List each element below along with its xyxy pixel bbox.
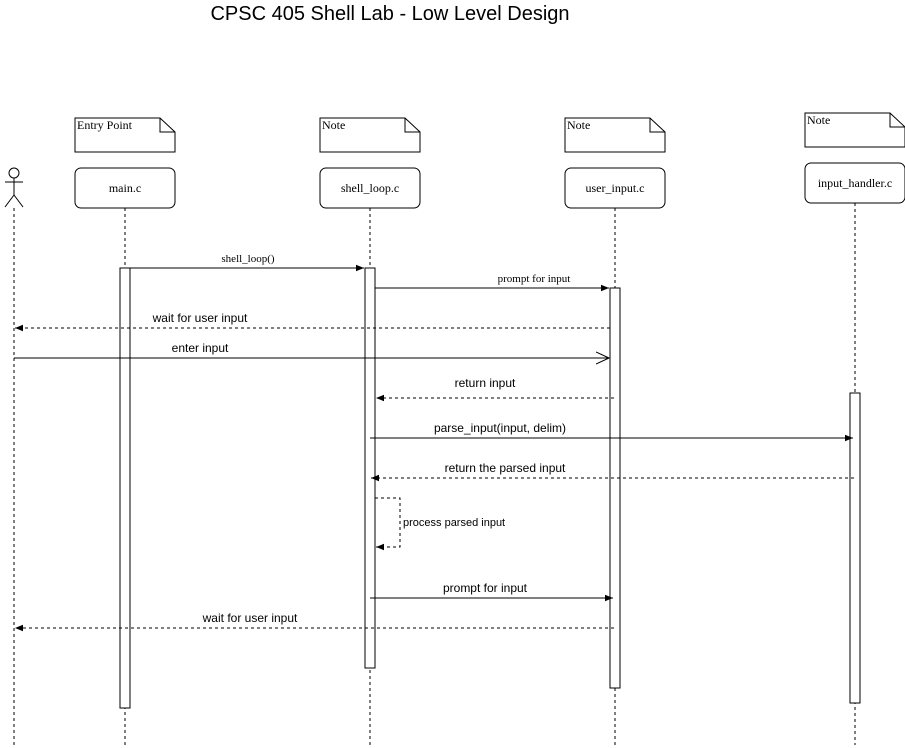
note-input-handler: Note bbox=[804, 112, 905, 148]
activation-user-input bbox=[609, 287, 621, 689]
message-label: parse_input(input, delim) bbox=[434, 421, 566, 435]
message-process-parsed-input: process parsed input bbox=[375, 497, 505, 551]
message-return-input: return input bbox=[376, 376, 614, 402]
message-prompt-for-input-1: prompt for input bbox=[375, 273, 609, 292]
activation-shell-loop bbox=[364, 267, 376, 669]
message-parse-input: parse_input(input, delim) bbox=[370, 421, 853, 442]
participant-input-handler: input_handler.c bbox=[804, 162, 905, 204]
user-actor-icon bbox=[4, 167, 24, 208]
participant-label: input_handler.c bbox=[818, 176, 892, 190]
message-shell-loop-call: shell_loop() bbox=[130, 253, 364, 272]
message-label: return input bbox=[455, 376, 516, 390]
activation-input-handler bbox=[849, 392, 861, 704]
message-return-parsed-input: return the parsed input bbox=[371, 461, 854, 482]
participant-shell-loop: shell_loop.c bbox=[319, 167, 421, 209]
participant-label: main.c bbox=[109, 181, 141, 195]
message-label: enter input bbox=[172, 341, 229, 355]
note-label: Note bbox=[567, 118, 590, 132]
message-prompt-for-input-2: prompt for input bbox=[370, 581, 613, 602]
message-wait-for-user-input-2: wait for user input bbox=[15, 611, 614, 632]
note-label: Note bbox=[807, 113, 830, 127]
participant-label: shell_loop.c bbox=[341, 181, 399, 195]
activation-main bbox=[119, 267, 131, 709]
message-label: wait for user input bbox=[152, 311, 248, 325]
message-wait-for-user-input-1: wait for user input bbox=[15, 311, 610, 332]
message-label: shell_loop() bbox=[221, 253, 274, 265]
note-label: Note bbox=[322, 118, 345, 132]
diagram-title: CPSC 405 Shell Lab - Low Level Design bbox=[210, 3, 569, 25]
participant-main: main.c bbox=[74, 167, 176, 209]
note-user-input: Note bbox=[564, 117, 666, 153]
message-label: return the parsed input bbox=[445, 461, 566, 475]
note-shell-loop: Note bbox=[319, 117, 421, 153]
note-entry-point: Entry Point bbox=[74, 117, 176, 153]
message-label: prompt for input bbox=[498, 273, 571, 285]
message-label: prompt for input bbox=[443, 581, 528, 595]
message-enter-input: enter input bbox=[14, 341, 609, 358]
participant-label: user_input.c bbox=[586, 181, 645, 195]
message-label: wait for user input bbox=[202, 611, 298, 625]
message-label: process parsed input bbox=[403, 517, 505, 529]
participant-user-input: user_input.c bbox=[564, 167, 666, 209]
note-label: Entry Point bbox=[77, 118, 133, 132]
